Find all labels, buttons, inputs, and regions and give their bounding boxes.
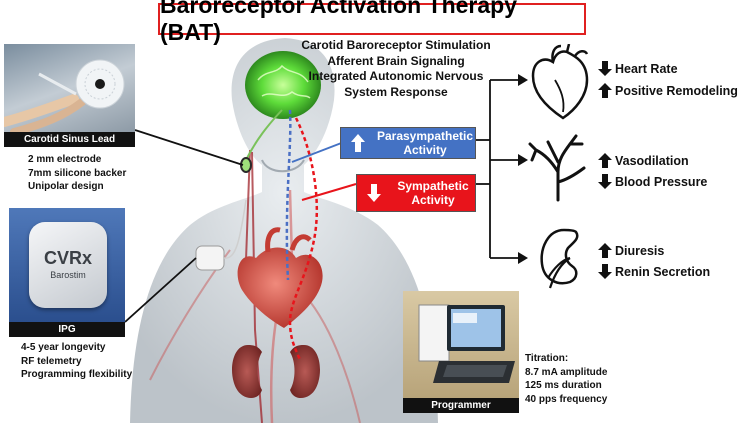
blood-vessel-icon bbox=[528, 134, 586, 202]
effect-label: Vasodilation bbox=[615, 153, 689, 168]
ipg-model: Barostim bbox=[50, 270, 86, 280]
effect-label: Heart Rate bbox=[615, 61, 678, 76]
spec-line: 4-5 year longevity bbox=[21, 342, 106, 353]
lead-caption: Carotid Sinus Lead bbox=[4, 132, 135, 147]
programmer-caption: Programmer bbox=[403, 398, 519, 413]
sympathetic-label: Sympathetic bbox=[397, 179, 469, 193]
arrow-up-icon bbox=[598, 153, 612, 168]
spec-line: 2 mm electrode bbox=[28, 154, 102, 165]
ipg-specs: 4-5 year longevity RF telemetry Programm… bbox=[21, 341, 132, 382]
ipg-brand: CVRx bbox=[43, 248, 92, 268]
arrow-down-icon bbox=[598, 174, 612, 189]
lead-photo bbox=[4, 44, 135, 132]
spec-line: 7mm silicone backer bbox=[28, 167, 127, 179]
spec-line: Unipolar design bbox=[28, 181, 104, 192]
mechanism-line: System Response bbox=[344, 84, 448, 99]
lead-electrode-icon bbox=[4, 59, 125, 132]
mechanism-line: Integrated Autonomic Nervous bbox=[308, 69, 484, 83]
sympathetic-box: Sympathetic Activity bbox=[356, 174, 476, 212]
sympathetic-label-2: Activity bbox=[411, 193, 455, 207]
effect-heart-rate: Heart Rate bbox=[598, 60, 678, 77]
arrow-down-icon bbox=[357, 183, 391, 203]
spec-line: Programming flexibility bbox=[21, 369, 133, 380]
effect-label: Renin Secretion bbox=[615, 264, 711, 279]
arrow-down-icon bbox=[598, 264, 612, 279]
effect-vasodilation: Vasodilation bbox=[598, 152, 689, 169]
arrow-down-icon bbox=[598, 61, 612, 76]
ipg-device-icon: CVRx Barostim bbox=[29, 222, 107, 308]
programmer-photo bbox=[403, 291, 519, 398]
mechanism-line: Carotid Baroreceptor Stimulation bbox=[301, 38, 491, 52]
laptop-icon bbox=[418, 304, 515, 383]
spec-line: RF telemetry bbox=[21, 355, 82, 367]
ipg-caption: IPG bbox=[9, 322, 125, 337]
ipg-photo: CVRx Barostim bbox=[9, 208, 125, 322]
afferent-pathway bbox=[285, 109, 292, 281]
parasympathetic-box: Parasympathetic Activity bbox=[340, 127, 476, 159]
spec-line: 8.7 mA amplitude bbox=[525, 366, 608, 378]
kidney-icon bbox=[540, 228, 579, 289]
titration-label: Titration: bbox=[525, 353, 569, 364]
brain bbox=[245, 51, 321, 119]
effect-blood-pressure: Blood Pressure bbox=[598, 173, 707, 190]
heart-organ bbox=[237, 247, 323, 328]
arrow-up-icon bbox=[598, 83, 612, 98]
page-title: Baroreceptor Activation Therapy (BAT) bbox=[158, 0, 586, 45]
effect-label: Diuresis bbox=[615, 243, 665, 258]
arrow-up-icon bbox=[598, 243, 612, 258]
parasympathetic-label: Parasympathetic bbox=[376, 129, 474, 143]
spec-line: 40 pps frequency bbox=[525, 393, 608, 405]
effect-renin-secretion: Renin Secretion bbox=[598, 263, 710, 280]
left-kidney bbox=[232, 345, 262, 399]
spec-line: 125 ms duration bbox=[525, 380, 602, 391]
heart-icon bbox=[531, 44, 589, 120]
effect-positive-remodeling: Positive Remodeling bbox=[598, 82, 738, 99]
body-silhouette bbox=[130, 38, 438, 423]
mechanism-text: Carotid Baroreceptor Stimulation Afferen… bbox=[296, 38, 496, 100]
effect-diuresis: Diuresis bbox=[598, 242, 664, 259]
mechanism-line: Afferent Brain Signaling bbox=[327, 53, 465, 68]
efferent-pathway bbox=[288, 117, 319, 361]
arrow-up-icon bbox=[341, 133, 375, 153]
effect-label: Blood Pressure bbox=[615, 174, 708, 189]
parasympathetic-label-2: Activity bbox=[403, 143, 447, 157]
programmer-specs: Titration: 8.7 mA amplitude 125 ms durat… bbox=[525, 352, 607, 406]
effect-label: Positive Remodeling bbox=[615, 83, 738, 98]
right-kidney bbox=[290, 345, 320, 399]
lead-specs: 2 mm electrode 7mm silicone backer Unipo… bbox=[28, 153, 126, 194]
